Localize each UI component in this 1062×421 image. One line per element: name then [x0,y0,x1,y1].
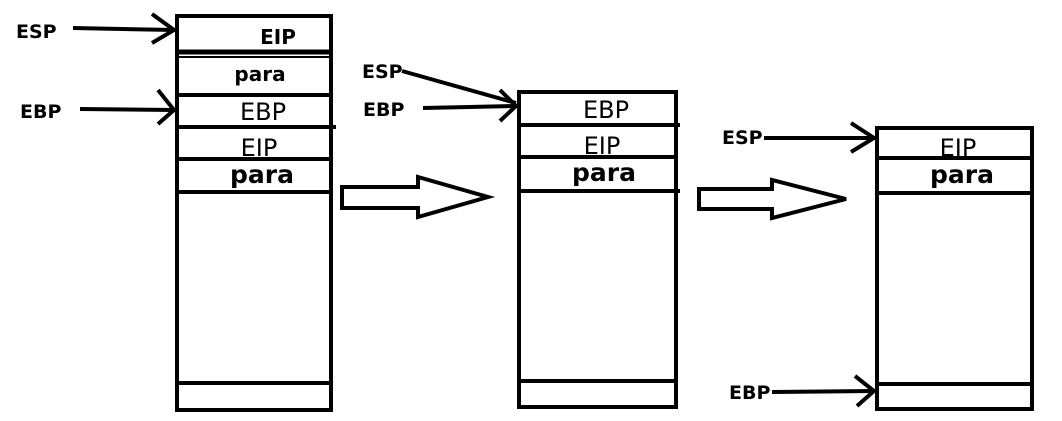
stack-3-esp-arrow [764,121,878,154]
stack-1-cell-eip-2: EIP [241,134,278,162]
stack-2: EBP EIP para ESP EBP [362,61,680,409]
stack-1-cell-eip: EIP [260,25,296,49]
stack-1: EIP para EBP EIP para ESP EBP [16,12,336,412]
stack-3-ebp-arrow [771,374,878,408]
stack-1-ebp-label: EBP [20,101,61,123]
transition-arrow-1 [340,174,496,220]
stack-3-cell-para: para [930,160,994,189]
stack-3-esp-label: ESP [722,127,763,149]
stack-1-esp-label: ESP [16,21,57,43]
stack-2-ebp-arrow [422,88,519,123]
stack-1-ebp-arrow [79,88,177,126]
stack-2-outline [517,90,678,409]
stack-3-outline [875,126,1034,411]
stack-2-esp-arrow [401,69,517,105]
stack-1-cell-para: para [234,62,285,86]
stack-1-esp-arrow [72,12,178,45]
stack-3-ebp-label: EBP [729,382,770,404]
stack-1-outline [175,14,333,412]
stack-3: EIP para ESP EBP [722,121,1034,411]
stack-2-esp-label: ESP [362,61,403,83]
stack-3-cell-eip: EIP [940,134,977,162]
stack-2-ebp-label: EBP [363,99,404,121]
stack-2-cell-eip: EIP [584,132,621,160]
stack-2-cell-ebp: EBP [583,96,629,124]
stack-1-cell-para-2: para [230,160,294,189]
transition-arrow-2 [697,177,847,221]
stack-2-cell-para: para [572,158,636,187]
stack-1-cell-ebp: EBP [240,98,286,126]
